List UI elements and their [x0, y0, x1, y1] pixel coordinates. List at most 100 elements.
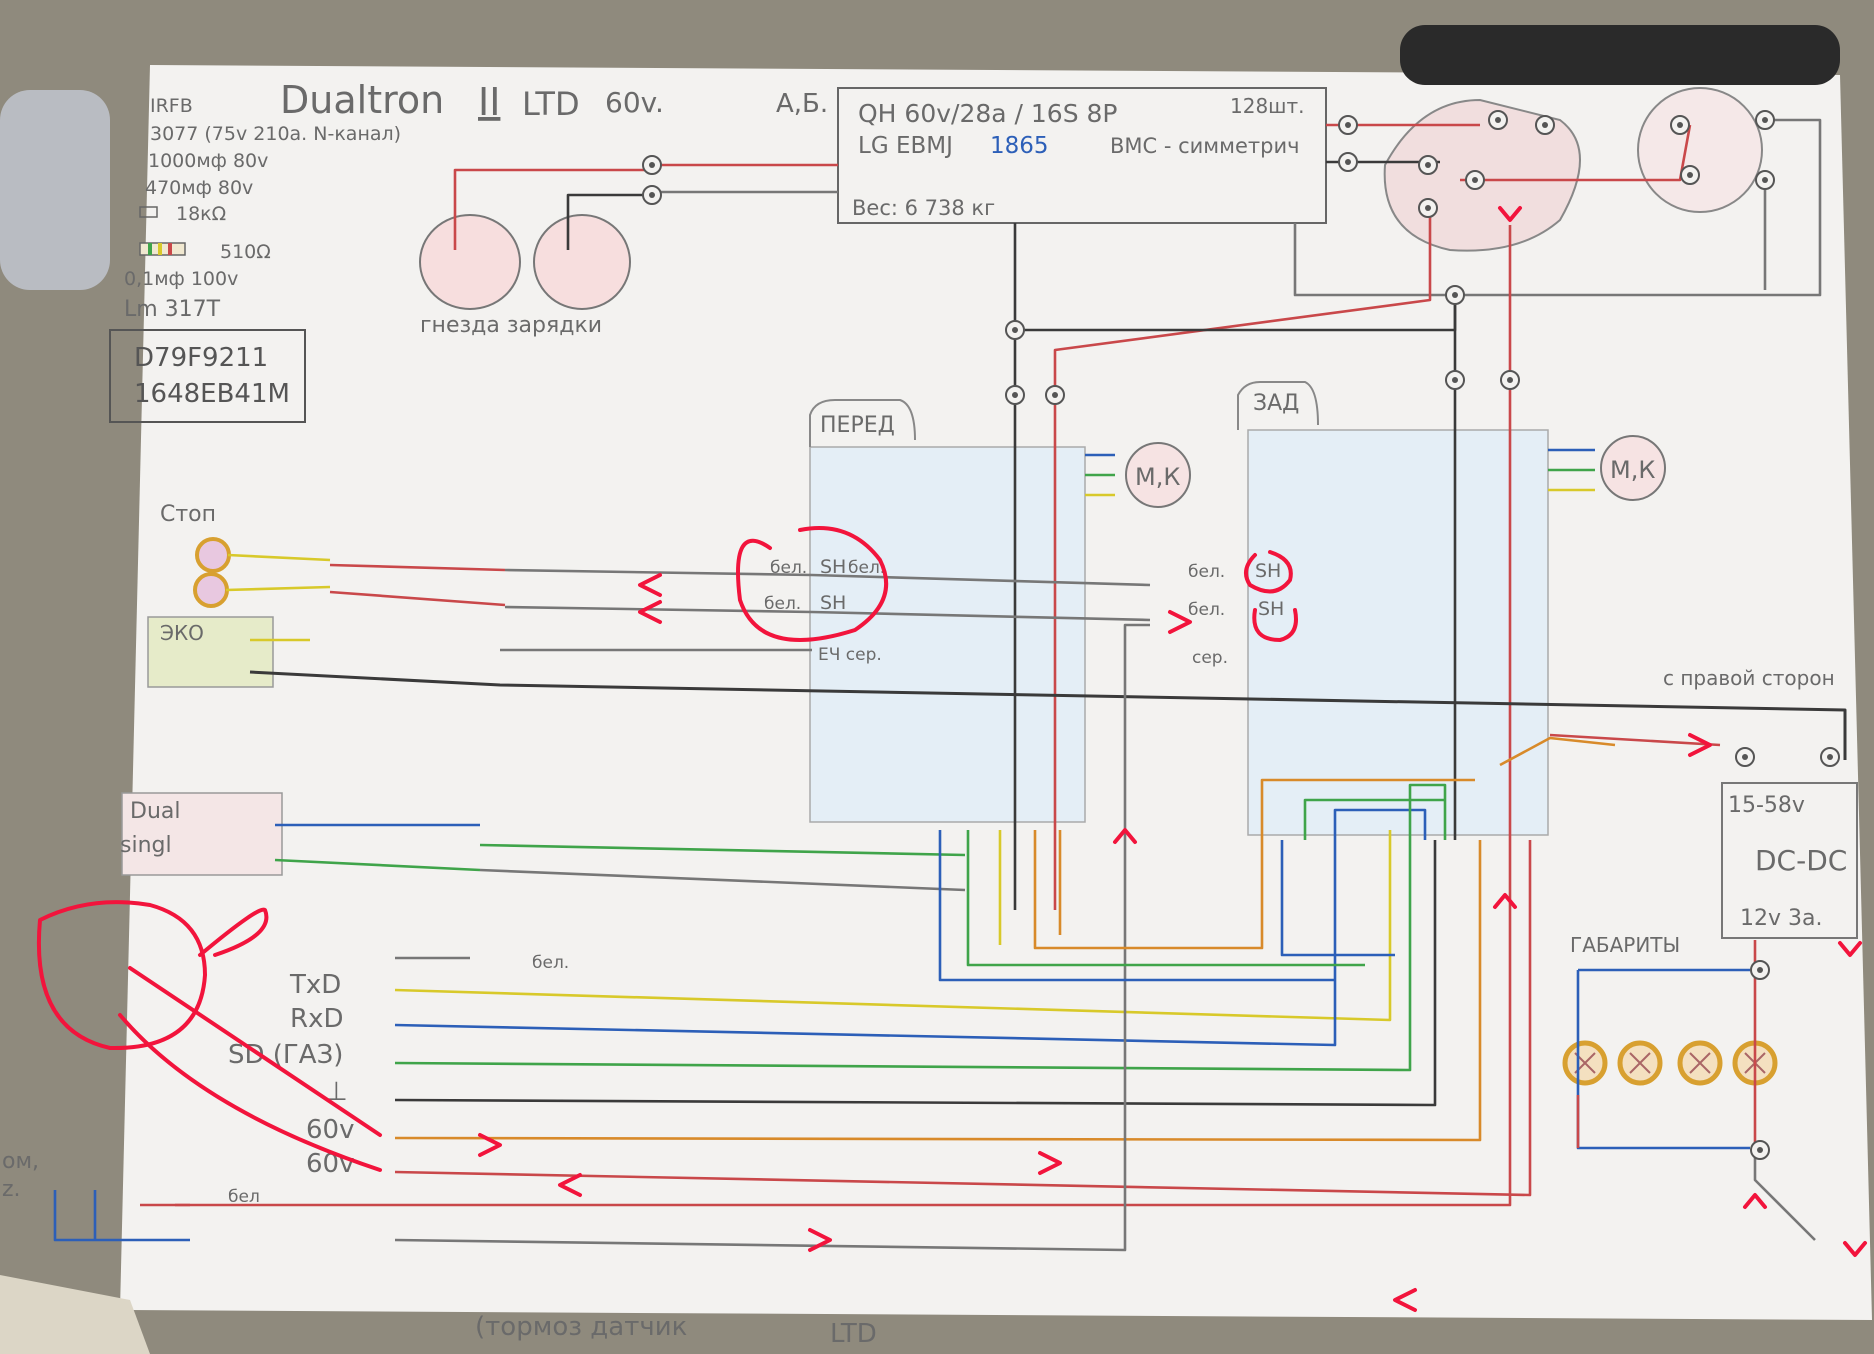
red-up-arrow-5: [1843, 1241, 1867, 1257]
bus-rxd: [394, 808, 1427, 1047]
resistor-color-icon: [139, 242, 186, 256]
part-resistor-510: 510Ω: [220, 241, 271, 263]
terminal-dot-3: [1345, 159, 1351, 165]
terminal-dot-11: [1542, 122, 1548, 128]
rear-motor: М,К: [1600, 435, 1666, 501]
rear-wire-bel-2: бел.: [1188, 600, 1225, 620]
red-arrow-6: [558, 1173, 582, 1197]
front-controller-label: ПЕРЕД: [820, 413, 895, 438]
front-orange-bottom: [1033, 778, 1475, 950]
stop-yellow-2: [225, 585, 331, 592]
eco-label: ЭКО: [160, 621, 204, 645]
red-arrow-2: [1168, 610, 1192, 634]
front-wire-bel-2: бел.: [764, 594, 801, 614]
brake-sensor-blue-1: [53, 1190, 190, 1242]
marker-lamp-cross-1: [1629, 1052, 1651, 1074]
front-wire-bel-3: бел.: [848, 558, 885, 578]
bus-bel-return: [394, 623, 1150, 1252]
marker-lights-label: ГАБАРИТЫ: [1570, 933, 1680, 957]
front-ek-label: ЕЧ сер.: [818, 645, 882, 665]
serial-line-1: D79F9211: [134, 343, 268, 373]
rear-orange-right: [1499, 736, 1616, 767]
red-up-arrow-3: [1743, 1193, 1767, 1209]
red-arrow-8: [1688, 733, 1712, 757]
background-notepad: [0, 1275, 150, 1354]
charge-ports: гнезда зарядки: [419, 214, 631, 338]
brake-lever-line-1: [128, 966, 382, 1137]
terminal-dot-22: [1757, 1147, 1763, 1153]
dcdc-label: DC-DC: [1755, 844, 1847, 877]
front-green-bottom: [966, 830, 1365, 967]
title-voltage: 60v.: [605, 86, 664, 119]
marker-lamp-cross-2: [1689, 1052, 1711, 1074]
front-motor-label: М,К: [1135, 463, 1180, 491]
rear-green-bottom: [1303, 798, 1445, 840]
stop-red-1: [329, 563, 506, 572]
terminal-dot-7: [1452, 292, 1458, 298]
part-resistor-18k: 18кΩ: [176, 203, 226, 225]
battery-weight: Вес: 6 738 кг: [852, 196, 995, 220]
part-cap-1000: 1000мф 80v: [148, 150, 268, 172]
brake-lever-handle: [198, 907, 269, 957]
rear-motor-label: М,К: [1610, 456, 1655, 484]
red-up-arrow-1: [1493, 893, 1517, 909]
stop-grey-2: [504, 605, 1151, 622]
charge-ports-label: гнезда зарядки: [420, 313, 602, 338]
grey-loop-wire: [1293, 118, 1822, 297]
part-regulator: Lm 317T: [124, 297, 221, 322]
brake-lever-sketch: [36, 900, 207, 1051]
red-up-arrow-0: [1498, 206, 1522, 222]
bus-txd: [394, 830, 1392, 1022]
right-red-to-dcdc: [1549, 733, 1721, 747]
diagram-title: Dualtron: [280, 78, 444, 122]
part-transistor: 3077 (75v 210a. N-канал): [150, 123, 401, 145]
part-cap-470: 470мф 80v: [145, 177, 253, 199]
single-label: singl: [120, 833, 172, 858]
rear-wire-ser: сер.: [1192, 648, 1228, 668]
battery-cell-model: 1865: [990, 133, 1049, 159]
bottom-wire-bel: бел: [228, 1187, 260, 1207]
title-roman: II: [478, 80, 500, 124]
single-green: [274, 858, 481, 872]
stop-grey-1: [504, 568, 1151, 587]
battery-spec: QH 60v/28a / 16S 8P: [858, 99, 1118, 128]
battery-cell-type: LG EBMJ: [858, 133, 953, 159]
background-foil: [0, 90, 110, 290]
bottom-left-label-2: z.: [2, 1177, 21, 1202]
red-arrow-5: [808, 1228, 832, 1252]
parts-list: IRFB 3077 (75v 210a. N-канал) 1000мф 80v…: [124, 95, 401, 322]
red-up-arrow-2: [1113, 828, 1137, 844]
ltd-bottom-label: LTD: [830, 1319, 877, 1349]
title-block: Dualtron II LTD 60v.: [280, 78, 664, 124]
red-arrow-4: [1038, 1151, 1062, 1175]
bus-60v-1: [394, 840, 1482, 1142]
red-up-arrow-4: [1838, 941, 1862, 957]
dcdc-input: 15-58v: [1728, 793, 1805, 818]
terminal-dot-12: [1425, 162, 1431, 168]
charge-black-wire: [566, 193, 652, 250]
dcdc-output: 12v 3a.: [1740, 906, 1822, 931]
battery-bms: BMC - симметрич: [1110, 134, 1300, 158]
terminal-dot-8: [1452, 377, 1458, 383]
red-annotations: [36, 206, 1867, 1312]
terminal-dot-21: [1757, 967, 1763, 973]
stop-yellow-1: [227, 553, 331, 562]
front-sh-1: SH: [820, 556, 846, 578]
terminals: [642, 110, 1840, 1160]
red-arrow-1: [638, 600, 662, 624]
serial-box: D79F9211 1648EB41M: [109, 329, 306, 423]
stop-label: Стоп: [160, 502, 216, 527]
ab-label: А,Б.: [776, 89, 828, 119]
red-arrow-0: [638, 573, 662, 597]
part-irfb: IRFB: [150, 95, 193, 117]
signal-ground: ⊥: [325, 1077, 348, 1107]
front-controller: ПЕРЕД: [809, 399, 1086, 823]
resistor-icon: [139, 206, 158, 218]
front-wire-bel-1: бел.: [770, 558, 807, 578]
terminal-dot-18: [1762, 177, 1768, 183]
brake-sensor-label: (тормоз датчик: [475, 1312, 687, 1342]
signal-txd: TxD: [289, 970, 341, 1000]
circle-rear-sh-1: [1244, 550, 1293, 594]
main-red-return: [175, 225, 1512, 1207]
